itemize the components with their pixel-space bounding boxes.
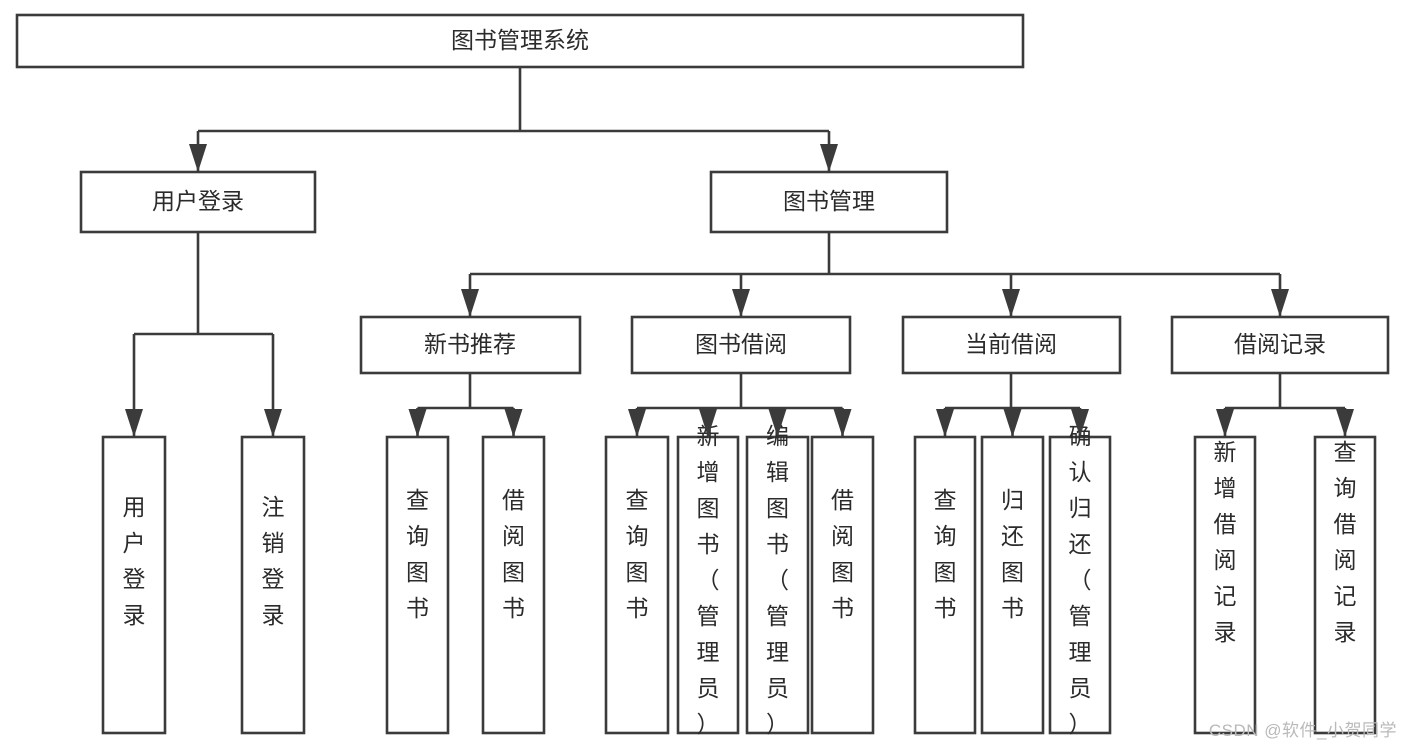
- node-book-borrow-box[interactable]: [630, 315, 852, 375]
- leaf-current-query-label: 查询图书: [934, 487, 957, 621]
- leaf-borrow-borrow-label: 借阅图书: [831, 487, 854, 621]
- leaf-user-login[interactable]: 用户登录: [101, 435, 167, 735]
- node-book-borrow[interactable]: 图书借阅: [630, 315, 852, 375]
- leaf-newbook-query[interactable]: 查询图书: [385, 435, 450, 735]
- node-user-login-box[interactable]: [79, 170, 317, 234]
- connector-lines: [132, 67, 1347, 437]
- arrow-head-icon: [628, 409, 646, 437]
- leaf-borrow-add-box[interactable]: [676, 435, 740, 735]
- arrow-head-icon: [1002, 289, 1020, 317]
- leaf-borrow-edit-label: 编辑图书（管理员）: [766, 423, 789, 737]
- node-current-borrow-box[interactable]: [901, 315, 1122, 375]
- node-new-book-recommend-box[interactable]: [359, 315, 582, 375]
- node-new-book-recommend[interactable]: 新书推荐: [359, 315, 582, 375]
- arrow-head-icon: [1071, 409, 1089, 437]
- arrow-head-icon: [732, 289, 750, 317]
- leaf-borrow-borrow-box[interactable]: [810, 435, 875, 735]
- arrow-head-icon: [833, 409, 852, 437]
- leaf-nodes: 用户登录 注销登录 查询图书 借阅图书 查询图书 新增图书（管理员） 编辑图书（管理员） 借阅…: [101, 423, 1377, 737]
- node-book-borrow-label: 图书借阅: [695, 331, 787, 357]
- node-borrow-record-label: 借阅记录: [1234, 331, 1326, 357]
- arrow-head-icon: [408, 409, 427, 437]
- arrow-head-icon: [189, 144, 207, 172]
- leaf-current-return-box[interactable]: [980, 435, 1045, 735]
- node-borrow-record[interactable]: 借阅记录: [1170, 315, 1390, 375]
- leaf-newbook-query-label: 查询图书: [406, 487, 429, 621]
- leaf-borrow-query-label: 查询图书: [626, 487, 649, 621]
- csdn-watermark: CSDN @软件_小贺同学: [1208, 721, 1397, 740]
- arrow-head-icon: [936, 409, 954, 437]
- arrow-head-icon: [699, 409, 717, 437]
- node-book-management[interactable]: 图书管理: [709, 170, 949, 234]
- node-root-label: 图书管理系统: [451, 27, 589, 53]
- leaf-user-logout-box[interactable]: [240, 435, 306, 735]
- leaf-borrow-add-label: 新增图书（管理员）: [697, 423, 720, 737]
- arrow-head-icon: [504, 409, 523, 437]
- leaf-current-query[interactable]: 查询图书: [913, 435, 977, 735]
- leaf-newbook-borrow-label: 借阅图书: [502, 487, 525, 621]
- leaf-borrow-borrow[interactable]: 借阅图书: [810, 435, 875, 735]
- leaf-current-confirm-label: 确认归还（管理员）: [1069, 423, 1092, 737]
- arrow-head-icon: [125, 409, 143, 437]
- leaf-borrow-query[interactable]: 查询图书: [604, 435, 670, 735]
- leaf-borrow-edit[interactable]: 编辑图书（管理员）: [745, 423, 810, 737]
- arrow-head-icon: [461, 289, 479, 317]
- node-root[interactable]: 图书管理系统: [15, 13, 1025, 69]
- leaf-record-add-label: 新增借阅记录: [1214, 439, 1237, 645]
- leaf-newbook-borrow-box[interactable]: [481, 435, 546, 735]
- arrow-head-icon: [820, 144, 838, 172]
- node-user-login[interactable]: 用户登录: [79, 170, 317, 234]
- leaf-user-login-label: 用户登录: [123, 494, 146, 628]
- node-book-management-box[interactable]: [709, 170, 949, 234]
- leaf-record-add[interactable]: 新增借阅记录: [1193, 435, 1257, 735]
- arrow-head-icon: [1003, 409, 1022, 437]
- leaf-record-query-label: 查询借阅记录: [1334, 439, 1357, 645]
- arrow-head-icon: [264, 409, 282, 437]
- node-new-book-recommend-label: 新书推荐: [424, 331, 516, 357]
- leaf-current-query-box[interactable]: [913, 435, 977, 735]
- arrow-head-icon: [1336, 409, 1354, 437]
- leaf-newbook-borrow[interactable]: 借阅图书: [481, 435, 546, 735]
- node-current-borrow-label: 当前借阅: [965, 331, 1057, 357]
- node-user-login-label: 用户登录: [152, 188, 244, 214]
- leaf-current-confirm[interactable]: 确认归还（管理员）: [1048, 423, 1112, 737]
- arrow-head-icon: [1216, 409, 1234, 437]
- leaf-borrow-query-box[interactable]: [604, 435, 670, 735]
- leaf-current-return[interactable]: 归还图书: [980, 435, 1045, 735]
- node-borrow-record-box[interactable]: [1170, 315, 1390, 375]
- arrow-head-icon: [1271, 289, 1289, 317]
- node-current-borrow[interactable]: 当前借阅: [901, 315, 1122, 375]
- arrow-head-icon: [768, 409, 787, 437]
- leaf-user-login-box[interactable]: [101, 435, 167, 735]
- leaf-newbook-query-box[interactable]: [385, 435, 450, 735]
- node-book-management-label: 图书管理: [783, 188, 875, 214]
- leaf-user-logout-label: 注销登录: [262, 494, 285, 628]
- node-root-box[interactable]: [15, 13, 1025, 69]
- leaf-current-return-label: 归还图书: [1001, 487, 1024, 621]
- leaf-record-query[interactable]: 查询借阅记录: [1313, 435, 1377, 735]
- leaf-user-logout[interactable]: 注销登录: [240, 435, 306, 735]
- leaf-borrow-add[interactable]: 新增图书（管理员）: [676, 423, 740, 737]
- arrow-heads: [125, 144, 1354, 437]
